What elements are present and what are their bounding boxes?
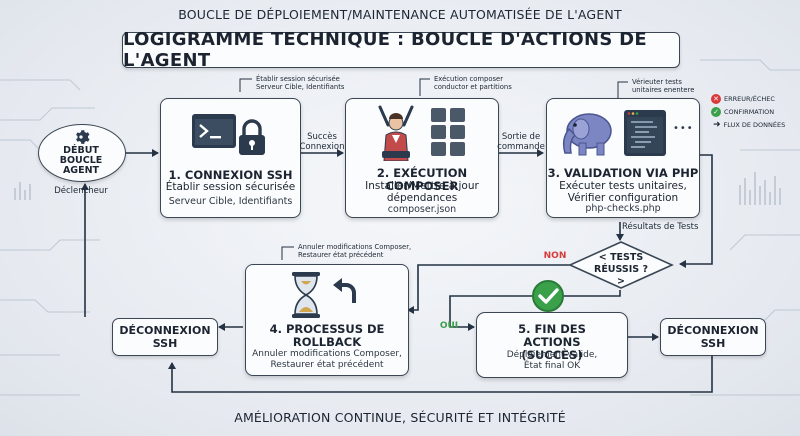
php-note: Vérieuter tests unitaires enentere (632, 78, 695, 94)
legend-flow: ➜ FLUX DE DONNÉES (711, 118, 785, 131)
step-php-card: ••• 3. VALIDATION VIA PHP Exécuter tests… (546, 98, 700, 218)
edge-test-results-label: Résultats de Tests (622, 222, 699, 232)
step-composer-sub: Installer/Mettre à jour dépendances (365, 180, 479, 204)
step-end-sub: Déploiement valide, État final OK (506, 350, 598, 371)
edge-yes-label: OUI (439, 321, 459, 331)
edge-no-label: NON (543, 251, 567, 261)
main-title: LOGIGRAMME TECHNIQUE : BOUCLE D'ACTIONS … (122, 29, 680, 71)
step-composer-detail: composer.json (387, 204, 457, 215)
step-end-title: 5. FIN DES ACTIONS (SUCCÈS) (518, 322, 586, 362)
step-php-detail: php-checks.php (585, 203, 661, 214)
conductor-icon (378, 105, 414, 161)
bottom-title: AMÉLIORATION CONTINUE, SÉCURITÉ ET INTÉG… (234, 410, 566, 425)
step-php-title: 3. VALIDATION VIA PHP (547, 166, 699, 180)
disconnect-left-pill: DÉCONNEXION SSH (112, 318, 218, 356)
rollback-note: Annuler modifications Composer, Restaure… (298, 243, 412, 259)
elephant-icon (562, 113, 612, 156)
step-composer-title: 2. EXÉCUTION COMPOSER (376, 166, 468, 193)
step-ssh-card: 1. CONNEXION SSH Établir session sécuris… (160, 98, 301, 218)
legend: ✕ ERREUR/ÉCHEC ✓ CONFIRMATION ➜ FLUX DE … (711, 92, 785, 131)
circuit-decoration (0, 59, 800, 396)
step-rollback-card: 4. PROCESSUS DE ROLLBACK Annuler modific… (245, 264, 409, 376)
ssh-note: Établir session sécurisée Serveur Cible,… (256, 75, 345, 91)
start-node: DÉBUT BOUCLE AGENT (38, 124, 126, 182)
step-rollback-title: 4. PROCESSUS DE ROLLBACK (269, 322, 385, 349)
composer-note: Exécution composer conductor et partitio… (434, 75, 512, 91)
step-end-card: 5. FIN DES ACTIONS (SUCCÈS) Déploiement … (476, 312, 628, 378)
dots-icon: ••• (673, 123, 694, 134)
start-title: DÉBUT BOUCLE AGENT (59, 145, 103, 176)
code-editor-icon (624, 110, 666, 156)
decision-text: < TESTS RÉUSSIS ?> (594, 252, 648, 287)
check-circle-icon (532, 280, 564, 312)
arrow-right-icon: ➜ (713, 119, 721, 130)
step-composer-card: 2. EXÉCUTION COMPOSER Installer/Mettre à… (345, 98, 499, 218)
edge-ssh-success-label: Succès Connexion (299, 132, 345, 152)
data-spikes (14, 172, 781, 205)
start-trigger-label: Déclencheur (54, 186, 108, 196)
step-php-sub: Exécuter tests unitaires, Vérifier confi… (559, 180, 687, 204)
lock-icon (239, 119, 265, 155)
edge-command-output-label: Sortie de commande (497, 132, 545, 152)
decision-node: < TESTS RÉUSSIS ?> (568, 240, 674, 290)
gear-icon (76, 130, 90, 144)
disconnect-right-pill: DÉCONNEXION SSH (660, 318, 766, 356)
disconnect-left-text: DÉCONNEXION SSH (119, 324, 211, 350)
legend-error: ✕ ERREUR/ÉCHEC (711, 92, 785, 105)
legend-flow-label: FLUX DE DONNÉES (723, 120, 786, 129)
grid-icon (431, 108, 465, 156)
terminal-icon (192, 114, 236, 148)
step-ssh-title: 1. CONNEXION SSH (168, 168, 293, 182)
error-x-icon: ✕ (711, 93, 721, 104)
step-rollback-sub: Annuler modifications Composer, Restaure… (252, 349, 402, 370)
check-icon: ✓ (711, 106, 721, 117)
legend-error-label: ERREUR/ÉCHEC (724, 94, 775, 103)
legend-confirm-label: CONFIRMATION (724, 107, 775, 116)
hourglass-icon (292, 272, 320, 318)
top-title: BOUCLE DE DÉPLOIEMENT/MAINTENANCE AUTOMA… (178, 7, 622, 22)
step-ssh-detail: Serveur Cible, Identifiants (168, 196, 293, 207)
disconnect-right-text: DÉCONNEXION SSH (667, 324, 759, 350)
step-ssh-sub: Établir session sécurisée (165, 181, 296, 193)
undo-arrow-icon (333, 278, 356, 303)
legend-confirm: ✓ CONFIRMATION (711, 105, 785, 118)
